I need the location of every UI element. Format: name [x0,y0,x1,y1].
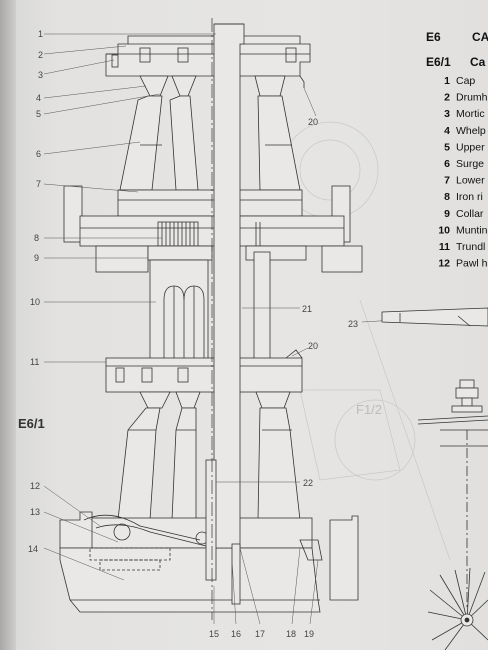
legend-number: 8 [444,191,450,203]
header-code: E6 [426,30,441,44]
callout-15: 15 [209,629,219,639]
ghost-label: F1/2 [356,402,382,417]
callout-19: 19 [304,629,314,639]
legend-label: Muntin [456,224,488,236]
legend-number: 12 [438,258,450,270]
callout-11: 11 [30,357,39,367]
upper-whelps [119,75,301,191]
legend-number: 5 [444,141,450,153]
callout-2: 2 [38,50,43,60]
legend-label: Whelp [456,125,486,137]
legend-number: 2 [444,92,450,104]
legend-header: E6 CA E6/1 Ca [426,30,488,69]
lower-whelps [117,391,301,521]
callout-7: 7 [36,179,41,189]
callout-12: 12 [30,481,40,491]
callout-23: 23 [348,319,358,329]
callouts-left: 1 2 3 4 5 6 7 8 9 10 11 12 13 14 [28,29,43,554]
legend-number: 1 [444,75,450,87]
mini-capstan [417,379,488,610]
callout-20b: 20 [308,341,318,351]
legend-number: 7 [444,175,450,187]
legend-label: Mortic [456,108,485,120]
legend-label: Cap [456,75,475,87]
callout-18: 18 [286,629,296,639]
legend-number: 4 [444,125,450,137]
legend-number: 11 [439,241,450,253]
legend-label: Surge [456,158,484,170]
legend-label: Iron ri [456,191,483,203]
book-gutter [0,0,16,650]
legend-label: Collar [456,208,484,220]
callout-17: 17 [255,629,265,639]
callout-10: 10 [30,297,40,307]
callout-20a: 20 [308,117,318,127]
legend-label: Upper [456,141,485,153]
legend-label: Pawl h [456,258,488,270]
callout-9: 9 [34,253,39,263]
legend-number: 10 [438,224,450,236]
callout-6: 6 [36,149,41,159]
lower-base [59,511,359,613]
section-label: E6/1 [18,416,45,431]
callout-3: 3 [38,70,43,80]
legend-number: 9 [444,208,450,220]
lower-cap [105,349,303,393]
legend-list: 1 Cap 2 Drumh 3 Mortic 4 Whelp 5 Upper 6 Surge 7 Lowe… [438,75,487,270]
callout-21: 21 [302,304,312,314]
callout-14: 14 [28,544,38,554]
header-title: CA [472,30,488,44]
upper-drum-base [63,185,363,273]
callout-4: 4 [36,93,41,103]
legend-number: 6 [444,158,450,170]
leader-lines-right [213,87,397,625]
callout-8: 8 [34,233,39,243]
callout-22: 22 [303,478,313,488]
callout-5: 5 [36,109,41,119]
callouts-right: 20 21 20 22 23 [302,117,358,488]
callouts-bottom: 15 16 17 18 19 [209,629,314,639]
callout-16: 16 [231,629,241,639]
muntins [149,251,271,361]
subheader-title: Ca [470,55,486,69]
callout-13: 13 [30,507,40,517]
upper-cap [105,35,311,88]
legend-label: Lower [456,175,485,187]
capstan-star [427,567,488,650]
legend-label: Trundl [456,241,485,253]
central-spindle [205,23,245,605]
iron-ring [157,221,261,247]
capstan-bar-detail [381,307,488,327]
legend-label: Drumh [456,92,488,104]
legend-number: 3 [444,108,450,120]
callout-1: 1 [38,29,43,39]
subheader-code: E6/1 [426,55,451,69]
ghost-print-through [281,121,451,561]
leader-lines-left [43,33,216,581]
